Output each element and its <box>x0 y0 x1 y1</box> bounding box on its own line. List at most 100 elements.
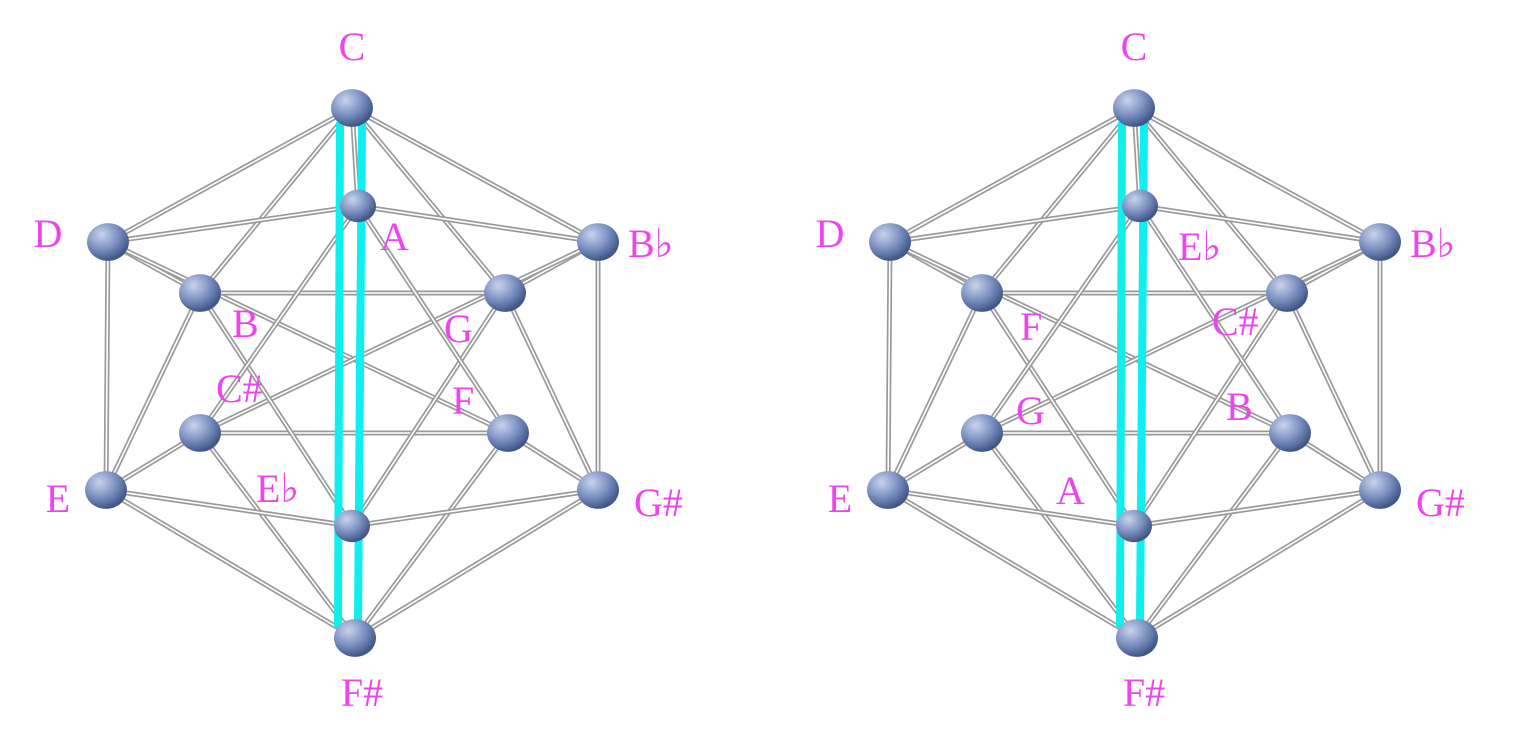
edge-highlight <box>504 292 599 491</box>
edge-highlight <box>105 292 201 491</box>
note-label-upper-left: D <box>34 211 63 256</box>
note-label-top: C <box>339 24 366 69</box>
edge-highlight <box>1139 205 1381 243</box>
edge-highlight <box>889 205 1141 243</box>
edge-highlight <box>981 205 1141 434</box>
note-label-lower-right: G# <box>634 480 683 525</box>
edge-highlight <box>1133 107 1288 294</box>
note-label-upper-right: B♭ <box>628 221 674 266</box>
note-label-back-bottom: E♭ <box>256 466 299 511</box>
edge-highlight <box>887 241 891 491</box>
note-label-inner-upper-right: C# <box>1212 299 1259 344</box>
note-label-upper-left: D <box>816 211 845 256</box>
edge-highlight <box>351 107 506 294</box>
note-label-lower-left: E <box>46 476 70 521</box>
vertex-sphere-icon <box>334 509 370 543</box>
vertex-sphere-icon <box>1266 274 1308 312</box>
icosahedron-svg: C D B♭ E G# F# A B G C# F E♭ <box>34 24 683 715</box>
edge-highlight <box>889 241 1291 434</box>
vertex-sphere-icon <box>961 274 1003 312</box>
vertex-sphere-icon <box>1269 414 1311 452</box>
vertex-sphere-icon <box>1359 223 1401 261</box>
vertex-sphere-icon <box>869 223 911 261</box>
vertex-sphere-icon <box>340 189 376 223</box>
edge-highlight <box>981 241 1381 434</box>
edge-highlight <box>357 205 509 434</box>
note-label-back-top: A <box>380 214 409 259</box>
edge-highlight <box>981 107 1135 294</box>
note-label-bottom: F# <box>341 670 383 715</box>
edge-highlight <box>107 241 509 434</box>
vertex-sphere-icon <box>577 471 619 509</box>
edge-highlight <box>199 241 599 434</box>
edge-highlight <box>1139 205 1291 434</box>
vertex-sphere-icon <box>1359 471 1401 509</box>
vertex-sphere-icon <box>1122 189 1158 223</box>
vertex-sphere-icon <box>1116 509 1152 543</box>
edge-highlight <box>1286 292 1381 491</box>
edge-highlight <box>1133 292 1288 527</box>
note-label-back-top: E♭ <box>1178 224 1221 269</box>
icosahedron-diagram-right: C D B♭ E G# F# E♭ F C# G B A <box>782 0 1518 750</box>
edge-highlight <box>107 107 353 243</box>
edge-highlight <box>1133 489 1381 527</box>
note-label-inner-upper-left: F <box>1020 304 1042 349</box>
edge-highlight <box>981 432 1138 639</box>
edge-highlight <box>199 107 353 294</box>
edge-highlight <box>981 292 1135 527</box>
vertex-sphere-icon <box>487 414 529 452</box>
note-label-lower-right: G# <box>1416 480 1465 525</box>
note-label-back-bottom: A <box>1056 468 1085 513</box>
edge-highlight <box>1136 432 1291 639</box>
edge-highlight <box>887 489 1138 639</box>
axis-bar-front <box>334 121 344 629</box>
edge-highlight <box>199 292 353 527</box>
vertex-sphere-icon <box>85 471 127 509</box>
note-label-group: C D B♭ E G# F# A B G C# F E♭ <box>34 24 683 715</box>
edge-highlight <box>199 205 359 434</box>
edge-highlight <box>107 205 359 243</box>
note-label-lower-left: E <box>828 476 852 521</box>
note-label-inner-lower-left: G <box>1016 388 1045 433</box>
axis-bar-front <box>1116 121 1126 629</box>
note-label-inner-lower-right: F <box>452 378 474 423</box>
note-label-top: C <box>1121 24 1148 69</box>
edge-highlight <box>1136 489 1381 639</box>
edge-highlight <box>351 489 599 527</box>
vertex-sphere-icon <box>179 414 221 452</box>
vertex-sphere-icon <box>87 223 129 261</box>
edge-group <box>103 105 601 641</box>
vertex-sphere-icon <box>1113 89 1155 127</box>
edge-highlight <box>351 107 599 243</box>
edge-highlight <box>199 432 356 639</box>
edge-highlight <box>105 489 353 527</box>
vertex-sphere-icon <box>1116 619 1158 657</box>
note-label-inner-upper-left: B <box>232 301 259 346</box>
edge-group <box>885 105 1383 641</box>
icosahedron-svg: C D B♭ E G# F# E♭ F C# G B A <box>816 24 1465 715</box>
edge-highlight <box>354 489 599 639</box>
vertex-sphere-icon <box>331 89 373 127</box>
edge-highlight <box>354 432 509 639</box>
vertex-sphere-icon <box>961 414 1003 452</box>
note-label-upper-right: B♭ <box>1410 221 1456 266</box>
vertex-sphere-icon <box>577 223 619 261</box>
edge-highlight <box>889 107 1135 243</box>
edge-highlight <box>357 205 599 243</box>
note-label-inner-lower-left: C# <box>216 366 263 411</box>
vertex-group <box>85 89 619 657</box>
edge-highlight <box>105 489 356 639</box>
note-label-inner-lower-right: B <box>1226 384 1253 429</box>
edge-highlight <box>105 241 109 491</box>
note-label-bottom: F# <box>1123 670 1165 715</box>
note-label-inner-upper-right: G <box>444 306 473 351</box>
icosahedron-diagram-left: C D B♭ E G# F# A B G C# F E♭ <box>34 24 683 715</box>
vertex-sphere-icon <box>867 471 909 509</box>
vertex-sphere-icon <box>484 274 526 312</box>
vertex-group <box>867 89 1401 657</box>
edge-highlight <box>887 292 983 491</box>
vertex-sphere-icon <box>179 274 221 312</box>
edge-highlight <box>351 292 506 527</box>
edge-highlight <box>887 489 1135 527</box>
